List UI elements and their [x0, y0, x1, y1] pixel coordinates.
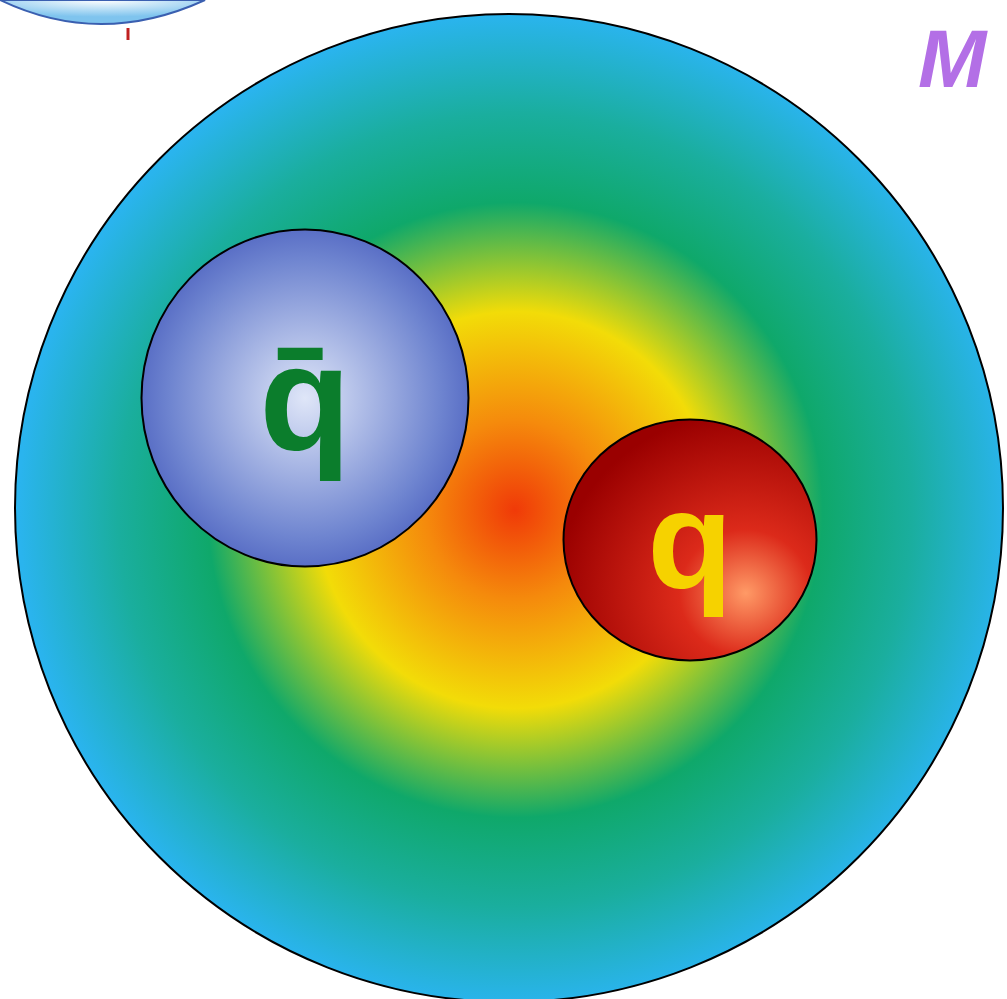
logo-fragment [0, 0, 205, 24]
quark-circle: q [562, 418, 818, 662]
antiquark-circle: q̄ [140, 228, 470, 568]
particle-symbol: q̄ [259, 323, 351, 473]
particle-symbol: q [647, 470, 733, 610]
title-fragment: M [918, 12, 986, 106]
gluon-field-circle [15, 14, 1003, 999]
logo-mark [127, 28, 130, 40]
